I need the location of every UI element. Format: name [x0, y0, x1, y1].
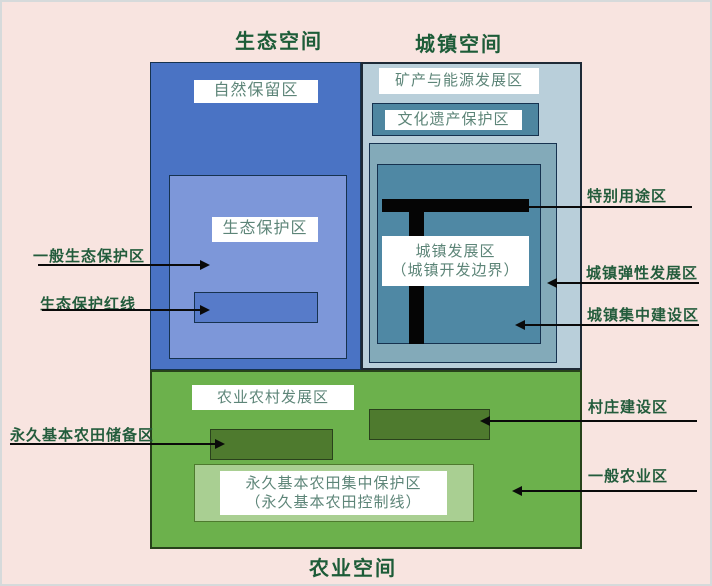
label-farmland-reserve: 永久基本农田储备区 [10, 427, 155, 444]
arrow-eco-redline-line [42, 309, 200, 311]
arrow-urban-concentrated-head [515, 320, 525, 330]
title-agri-space: 农业空间 [309, 558, 397, 580]
urban-dev-label: 城镇发展区 （城镇开发边界） [382, 236, 529, 286]
eco-protection-label: 生态保护区 [212, 217, 318, 242]
title-eco-space: 生态空间 [235, 31, 323, 53]
special-use-bar-horizontal [382, 199, 529, 212]
arrow-general-eco-head [200, 260, 210, 270]
label-special-use: 特别用途区 [587, 188, 668, 205]
eco-protection-box [169, 175, 347, 359]
label-general-eco-protection: 一般生态保护区 [33, 248, 146, 265]
label-general-agriculture: 一般农业区 [588, 468, 669, 485]
arrow-urban-concentrated-line [524, 324, 699, 326]
label-urban-concentrated: 城镇集中建设区 [587, 307, 700, 324]
arrow-urban-flexible-head [547, 278, 557, 288]
village-construction-rect [369, 409, 490, 440]
mineral-energy-label: 矿产与能源发展区 [379, 68, 539, 94]
title-urban-space: 城镇空间 [415, 34, 503, 56]
label-eco-redline: 生态保护红线 [40, 296, 137, 313]
farmland-protect-label: 永久基本农田集中保护区 （永久基本农田控制线） [220, 471, 447, 515]
arrow-village-line [489, 420, 697, 422]
farmland-protect-label-line1: 永久基本农田集中保护区 [245, 474, 422, 492]
label-urban-flexible: 城镇弹性发展区 [586, 265, 699, 282]
arrow-urban-flexible-line [556, 282, 699, 284]
arrow-farmland-reserve-head [215, 439, 225, 449]
cultural-heritage-label: 文化遗产保护区 [385, 110, 522, 130]
arrow-eco-redline-head [200, 305, 210, 315]
urban-dev-label-line2: （城镇开发边界） [391, 262, 520, 279]
nature-reserve-label: 自然保留区 [194, 80, 318, 103]
arrow-farmland-reserve-line [10, 443, 215, 445]
farmland-reserve-rect [210, 429, 333, 460]
arrow-general-agri-head [512, 486, 522, 496]
eco-redline-rect [194, 292, 318, 323]
arrow-village-head [480, 416, 490, 426]
label-village-construction: 村庄建设区 [588, 399, 669, 416]
urban-dev-label-line1: 城镇发展区 [415, 242, 496, 260]
farmland-protect-label-line2: （永久基本农田控制线） [245, 494, 422, 511]
arrow-general-eco-line [38, 264, 200, 266]
arrow-special-use-line [529, 206, 692, 208]
agri-rural-dev-label: 农业农村发展区 [192, 385, 354, 410]
arrow-general-agri-line [521, 490, 697, 492]
